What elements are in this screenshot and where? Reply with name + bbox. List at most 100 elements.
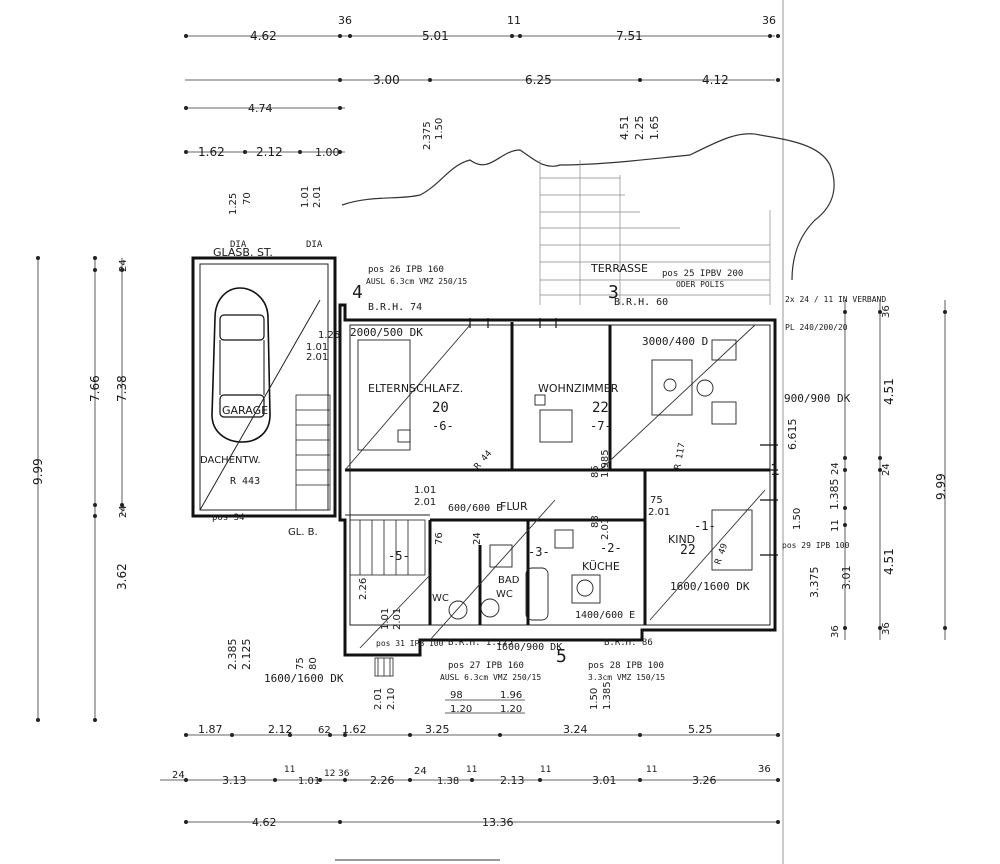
dim-int-1: 1.25 [318, 330, 340, 341]
dimension-chain-top: 4.62 36 5.01 11 7.51 36 3.00 6.25 4.12 4… [184, 14, 780, 159]
dim-left-2: 7.66 [88, 375, 102, 402]
pos27-note: pos 27 IPB 160 [448, 661, 524, 671]
bad-num: -3- [528, 545, 550, 559]
pl-note: PL 240/200/20 [785, 323, 848, 332]
dim-left-3: 7.38 [115, 375, 129, 402]
dim-right-1: 36 [881, 305, 892, 318]
kind-label: KIND [668, 533, 695, 546]
dk1600b-note: 1600/1600 DK [264, 672, 344, 685]
dim-b2-10: 11 [466, 765, 477, 775]
dachentw-label: DACHENTW. [200, 455, 261, 466]
dim-b2-16: 36 [758, 764, 771, 775]
dim-vt-9: 2.01 [312, 186, 323, 208]
pos29-note: pos 29 IPB 100 [782, 541, 850, 550]
circle-1: 1 [770, 460, 780, 479]
dim-low-3: 98 [450, 690, 463, 701]
dim-int-7: 2.01 [648, 507, 670, 518]
brh60-note: B.R.H. 60 [614, 297, 668, 308]
kueche-label: KÜCHE [582, 560, 620, 573]
dim-top-6: 36 [762, 14, 776, 27]
dim-b2-3: 11 [284, 765, 295, 775]
dim-int-15: 1.01 [380, 608, 391, 630]
brh86-note: B.R.H. 86 [604, 638, 653, 648]
dim-right-3: 6.615 [786, 419, 799, 451]
pos28b-note: 3.3cm VMZ 150/15 [588, 673, 665, 682]
dim-vt-3: 4.51 [618, 116, 631, 141]
wc-label: WC [432, 593, 449, 604]
dim-b1-2: 2.12 [268, 723, 293, 736]
garage-label: GARAGE [222, 404, 268, 417]
dim-right-6: 11 [830, 519, 841, 532]
r443-note: R 443 [230, 476, 260, 487]
furniture-kind [711, 509, 753, 571]
dim-b2-5: 12 [324, 769, 335, 779]
dim-b2-2: 3.13 [222, 774, 247, 787]
gl-b-label: GL. B. [288, 527, 318, 538]
d3000-note: 3000/400 D [642, 335, 708, 348]
terrasse-label: TERRASSE [590, 262, 648, 275]
dimension-vertical-top: 2.375 1.50 4.51 2.25 1.65 1.25 70 1.01 2… [228, 116, 661, 216]
dim-left-5: 24 [118, 505, 129, 518]
dim-right-10: 36 [830, 625, 841, 638]
kueche-num: -2- [600, 541, 622, 555]
dim-top-9: 4.12 [702, 73, 729, 87]
dim-b2-6: 36 [338, 769, 350, 779]
dim-right-12: 4.51 [882, 548, 896, 575]
dim-low-7: 1.50 [589, 688, 600, 710]
pos25b-note: ODER POLIS [676, 280, 724, 289]
wohn-num: -7- [590, 419, 612, 433]
eltern-num: -6- [432, 419, 454, 433]
dim-right-8: 3.375 [808, 567, 821, 599]
dim-right-13: 24 [881, 463, 892, 476]
dim-int-14: 2.01 [392, 608, 403, 630]
furniture-bedroom [357, 339, 411, 451]
dim-vt-7: 70 [242, 192, 253, 205]
beam-lines [344, 324, 766, 649]
dim-top-8: 6.25 [525, 73, 552, 87]
eltern-area: 20 [432, 400, 449, 416]
annotations: B.R.H. 74 B.R.H. 60 B.R.H. 1.125 B.R.H. … [264, 265, 886, 685]
dim-b1-1: 1.87 [198, 723, 223, 736]
bath-fixtures [448, 529, 601, 621]
pos25-note: pos 25 IPBV 200 [662, 269, 743, 279]
verband-note: 2x 24 / 11 IN VERBAND [785, 295, 886, 304]
dim-b2-1: 24 [172, 770, 185, 781]
dim-int-12: 85 [590, 465, 601, 478]
r117-note: R 117 [673, 442, 688, 470]
dim-top-13: 1.00 [315, 146, 340, 159]
dim-int-16: 2.26 [358, 578, 369, 600]
kind-num: -1- [694, 519, 716, 533]
bad-label: BAD [498, 575, 520, 586]
brh1125-note: B.R.H. 1.125 [448, 638, 513, 648]
dia-note-1: DIA [230, 240, 247, 250]
dim-top-11: 1.62 [198, 145, 225, 159]
dim-right-4: 24 [830, 462, 841, 475]
wohn-area: 22 [592, 400, 609, 416]
dim-int-11: 2.01 [600, 518, 611, 540]
dim-low-6: 1.20 [500, 704, 522, 715]
dim-b1-6: 3.24 [563, 723, 588, 736]
dia-note-2: DIA [306, 240, 323, 250]
dimension-chain-bottom: 1.87 2.12 62 1.62 3.25 3.24 5.25 24 3.13… [160, 723, 780, 829]
dim-b2-4: 1.01 [298, 776, 320, 787]
dim-right-14: 36 [881, 622, 892, 635]
circle-4: 4 [352, 282, 363, 303]
dim-vt-5: 1.65 [648, 116, 661, 141]
brh74-note: B.R.H. 74 [368, 302, 422, 313]
pos26b-note: AUSL 6.3cm VMZ 250/15 [366, 277, 467, 286]
dim-right-7: 1.50 [792, 508, 803, 530]
dim-top-5: 7.51 [616, 29, 643, 43]
garage: GLASB. ST. GARAGE DACHENTW. R 443 GL. B.… [191, 240, 337, 538]
dim-left-6: 3.62 [115, 563, 129, 590]
dk1600c-note: 1600/900 DK [496, 642, 562, 653]
dim-int-13: 1.985 [600, 449, 611, 478]
dim-b2-7: 2.26 [370, 774, 395, 787]
terrace-steps [539, 160, 771, 305]
dim-int-2: 1.01 [306, 342, 328, 353]
dim-b2-14: 11 [646, 765, 657, 775]
dim-right-5: 1.385 [828, 479, 841, 511]
dim-vt-1: 2.375 [422, 121, 433, 150]
kind-area: 22 [680, 543, 696, 558]
circle-5: 5 [556, 646, 567, 667]
